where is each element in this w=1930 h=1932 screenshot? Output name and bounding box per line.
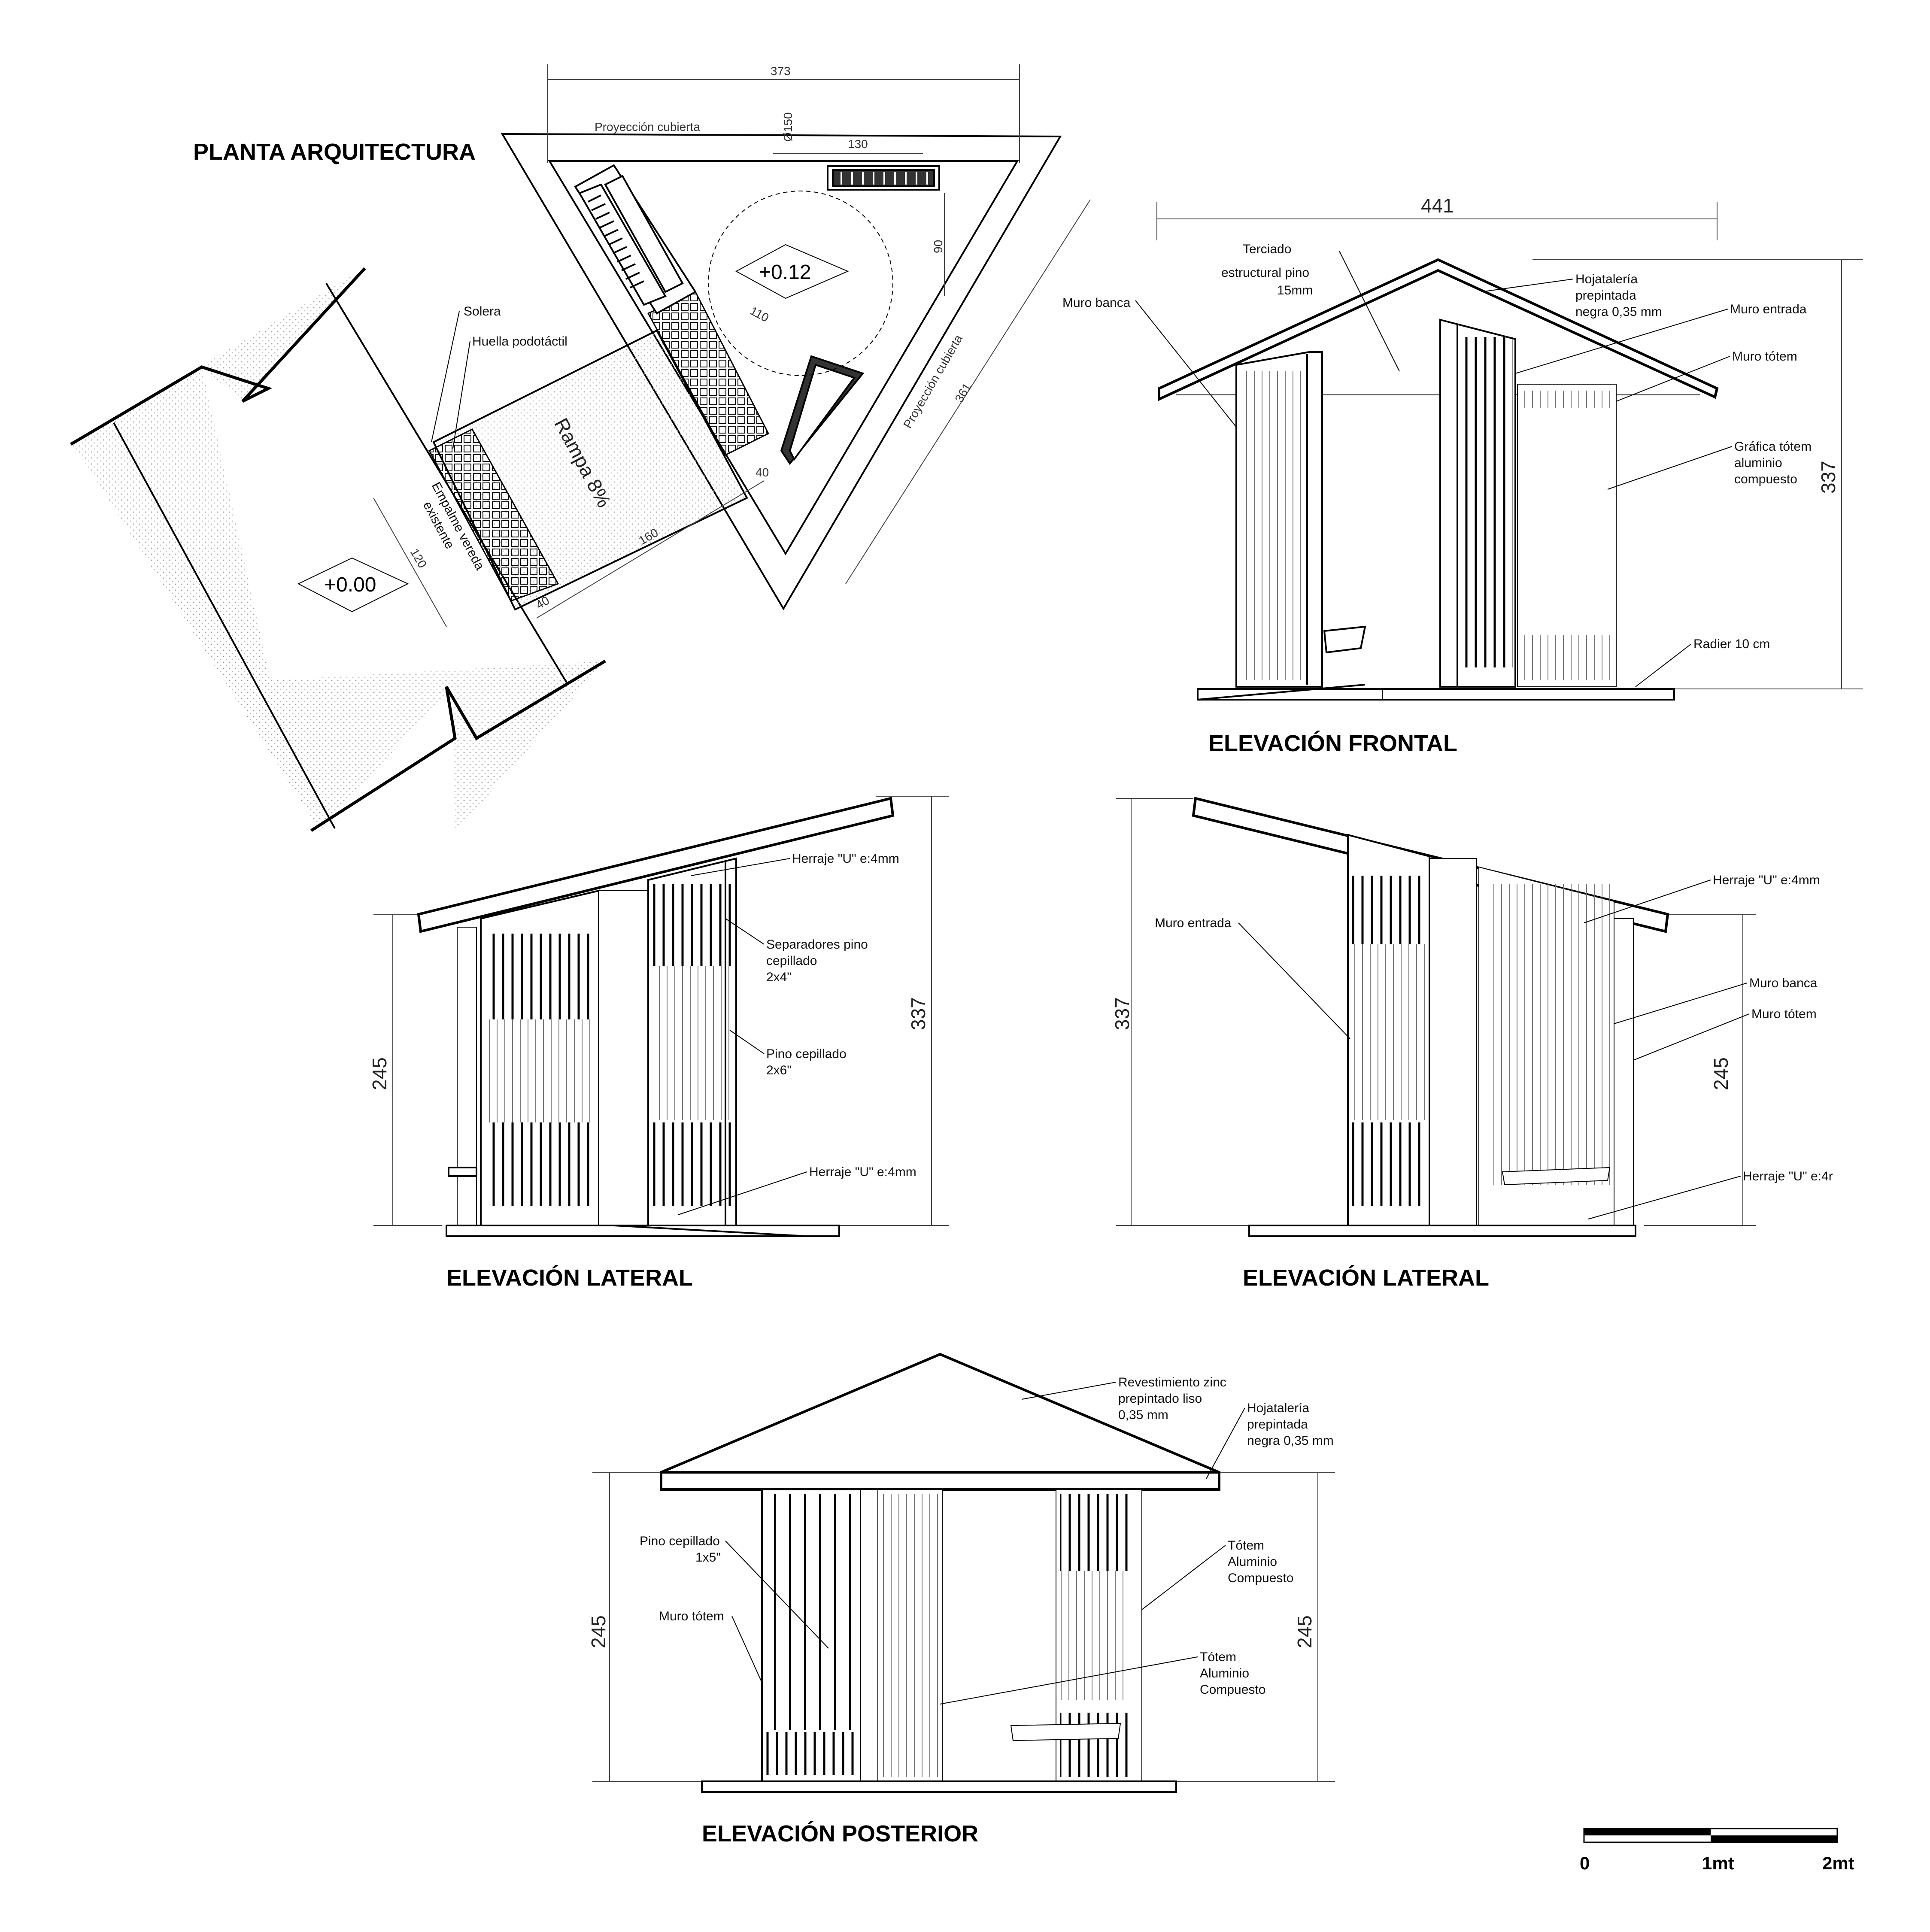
- rear-pine-2: 1x5": [695, 1550, 721, 1565]
- front-slab-label: Radier 10 cm: [1693, 637, 1770, 651]
- lateral-left-sep-3: 2x4": [766, 970, 792, 984]
- lateral-elevation-left: 245 337 Herraje "U" e:4mm Separadores pi…: [368, 796, 949, 1291]
- dim-373: 373: [771, 64, 791, 78]
- roof-projection-label: Proyección cubierta: [595, 120, 700, 133]
- plan-view: PLANTA ARQUITECTURA: [70, 64, 1091, 833]
- lateral-right-bench-label: Muro banca: [1749, 976, 1818, 990]
- front-totem-wall-label: Muro tótem: [1732, 349, 1797, 364]
- front-dim-width: 441: [1421, 194, 1454, 217]
- rear-pine-1: Pino cepillado: [640, 1534, 720, 1548]
- plywood-label-2: estructural pino: [1221, 266, 1309, 280]
- lateral-right-bracket-top: Herraje "U" e:4mm: [1713, 873, 1820, 887]
- lateral-left-bracket-bottom: Herraje "U" e:4mm: [809, 1165, 916, 1179]
- rear-totem-a-3: Compuesto: [1228, 1571, 1293, 1585]
- lateral-right-totem: [1614, 918, 1634, 1226]
- front-base-slab: [1197, 688, 1675, 701]
- scale-label-1: 1mt: [1702, 1853, 1734, 1873]
- scale-label-0: 0: [1580, 1853, 1590, 1873]
- lateral-right-totem-label: Muro tótem: [1751, 1007, 1817, 1021]
- rear-totem-a-1: Tótem: [1228, 1538, 1264, 1553]
- rear-title: ELEVACIÓN POSTERIOR: [702, 1821, 978, 1847]
- rear-zinc-1: Revestimiento zinc: [1118, 1375, 1226, 1389]
- lateral-right-title: ELEVACIÓN LATERAL: [1243, 1265, 1489, 1291]
- roof-projection-side-label: Proyección cubierta: [901, 332, 965, 431]
- lateral-right-base: [1248, 1225, 1636, 1237]
- rear-totem-a-2: Aluminio: [1228, 1555, 1277, 1569]
- plywood-label-1: Terciado: [1243, 242, 1291, 256]
- entry-wall-plan: [780, 355, 865, 465]
- bench-wall-plan: [574, 164, 697, 315]
- rear-dim-245-left: 245: [587, 1615, 610, 1648]
- front-roof: [1158, 258, 1719, 401]
- lateral-left-pine-2: 2x6": [766, 1063, 792, 1077]
- rear-totem-b-1: Tótem: [1200, 1650, 1236, 1664]
- dim-120: 120: [408, 546, 429, 570]
- rear-base: [701, 1780, 1177, 1793]
- level-upper-label: +0.12: [759, 261, 811, 284]
- rear-zinc-2: prepintado liso: [1118, 1392, 1202, 1406]
- rear-elevation: 245 245 Revestimiento zinc prepintado li…: [587, 1353, 1335, 1847]
- front-bench-wall-label: Muro banca: [1062, 296, 1131, 310]
- dim-361: 361: [952, 381, 974, 405]
- rear-totem-b-3: Compuesto: [1200, 1683, 1265, 1697]
- rear-dim-245-right: 245: [1293, 1615, 1316, 1648]
- front-graphic-label-3: compuesto: [1734, 472, 1797, 486]
- turning-circle: [708, 191, 893, 376]
- scale-label-2: 2mt: [1822, 1853, 1854, 1873]
- rear-flashing-3: negra 0,35 mm: [1247, 1434, 1334, 1448]
- scale-bar: 0 1mt 2mt: [1580, 1828, 1854, 1873]
- rear-totem-wall-label: Muro tótem: [659, 1609, 724, 1623]
- lateral-left-sep-1: Separadores pino: [766, 937, 868, 952]
- lateral-left-bracket-top: Herraje "U" e:4mm: [792, 852, 899, 866]
- lateral-left-sep-2: cepillado: [766, 954, 817, 968]
- rear-roof-fascia: [660, 1471, 1220, 1491]
- front-flashing-3: negra 0,35 mm: [1575, 305, 1662, 319]
- level-lower-label: +0.00: [324, 573, 376, 596]
- rear-flashing-2: prepintada: [1247, 1417, 1308, 1432]
- front-entry-wall-label: Muro entrada: [1730, 302, 1807, 316]
- front-title: ELEVACIÓN FRONTAL: [1208, 731, 1457, 756]
- dim-90: 90: [932, 240, 945, 253]
- lateral-right-dim-245: 245: [1710, 1057, 1732, 1090]
- lateral-left-dim-245: 245: [368, 1057, 391, 1090]
- tactile-label: Huella podotáctil: [472, 334, 567, 349]
- lateral-left-dim-337: 337: [907, 997, 929, 1030]
- rear-totem-b-2: Aluminio: [1200, 1666, 1249, 1680]
- front-dim-height: 337: [1817, 461, 1839, 494]
- lateral-left-roof: [417, 797, 895, 933]
- lateral-right-entry-label: Muro entrada: [1155, 916, 1232, 930]
- tactile-paving-lower: [428, 428, 559, 602]
- dim-40a: 40: [756, 466, 769, 479]
- rear-bench: [1010, 1723, 1121, 1741]
- sidewalk-edge-lower: [310, 659, 606, 832]
- lateral-left-title: ELEVACIÓN LATERAL: [446, 1265, 693, 1291]
- lateral-right-dim-337: 337: [1111, 997, 1133, 1030]
- front-flashing-1: Hojatalería: [1575, 272, 1638, 286]
- dim-130: 130: [848, 137, 868, 151]
- rear-zinc-3: 0,35 mm: [1118, 1408, 1168, 1422]
- level-diamond-lower: [297, 557, 409, 613]
- solera-label: Solera: [464, 304, 501, 318]
- plywood-label-3: 15mm: [1277, 283, 1313, 297]
- totem-wall-plan: [827, 165, 940, 191]
- existing-sidewalk: [71, 268, 605, 833]
- lateral-right-bracket-bottom: Herraje "U" e:4r: [1743, 1169, 1833, 1183]
- level-diamond-upper: [735, 244, 849, 299]
- front-graphic-label-1: Gráfica tótem: [1734, 440, 1812, 454]
- front-graphic-label-2: aluminio: [1734, 456, 1782, 470]
- front-flashing-2: prepintada: [1575, 288, 1636, 303]
- lateral-left-pine-1: Pino cepillado: [766, 1047, 847, 1061]
- plan-title: PLANTA ARQUITECTURA: [193, 139, 476, 165]
- dim-110: 110: [748, 304, 771, 325]
- rear-flashing-1: Hojatalería: [1247, 1401, 1309, 1415]
- front-elevation: 441 337 Terciado estructural pino 15mm: [1062, 194, 1863, 756]
- lateral-elevation-right: 337 245 Muro entrada Herraje "U" e:4mm M…: [1111, 797, 1833, 1291]
- dim-diameter: Ø150: [781, 112, 795, 142]
